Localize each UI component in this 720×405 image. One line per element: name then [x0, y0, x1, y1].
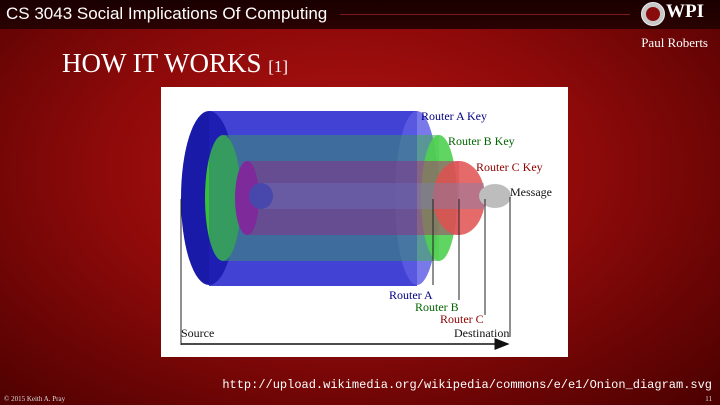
wpi-logo: WPI [641, 1, 717, 26]
page-number: 11 [705, 395, 712, 403]
slide-title-text: HOW IT WORKS [62, 48, 262, 78]
slide-title-ref: [1] [268, 57, 289, 76]
router-a-shell-overlay [209, 111, 417, 286]
slide-title: HOW IT WORKS [1] [62, 48, 288, 79]
message-core [249, 183, 511, 209]
leader-lines [180, 197, 511, 345]
onion-diagram-svg: Router A Key Router B Key Router C Key M… [180, 109, 552, 350]
router-c-layer [235, 161, 485, 235]
router-c-label: Router C [440, 312, 484, 326]
source-url: http://upload.wikimedia.org/wikipedia/co… [222, 378, 712, 392]
onion-diagram: Router A Key Router B Key Router C Key M… [161, 87, 568, 357]
author-name: Paul Roberts [641, 35, 708, 50]
router-a-key-label: Router A Key [421, 109, 487, 123]
wpi-logo-text: WPI [666, 1, 704, 22]
router-a-label: Router A [389, 288, 433, 302]
header-bar: CS 3043 Social Implications Of Computing… [0, 0, 720, 29]
router-b-key-label: Router B Key [448, 134, 515, 148]
header-rule [340, 14, 630, 15]
message-label: Message [510, 185, 552, 199]
course-title: CS 3043 Social Implications Of Computing [6, 4, 328, 23]
copyright-notice: © 2015 Keith A. Pray [4, 395, 66, 403]
wpi-seal-icon [641, 2, 665, 26]
destination-label: Destination [454, 326, 509, 340]
router-b-label: Router B [415, 300, 459, 314]
router-c-key-label: Router C Key [476, 160, 543, 174]
source-label: Source [181, 326, 214, 340]
